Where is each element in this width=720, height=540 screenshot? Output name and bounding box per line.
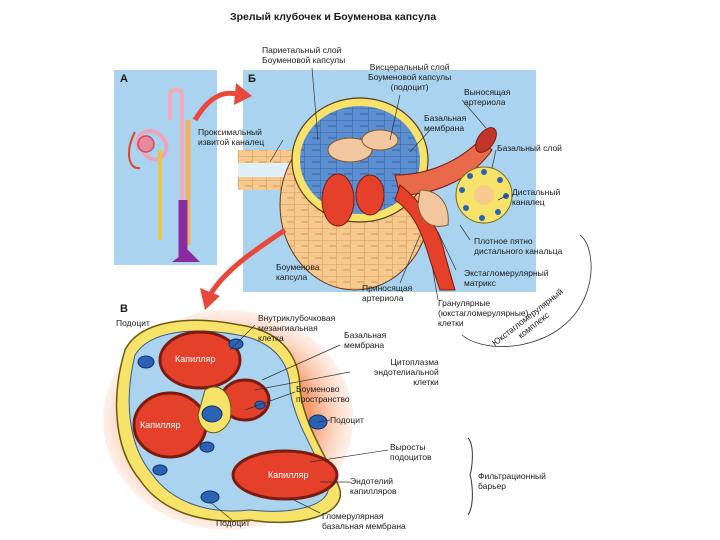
label-podocyte-top: Подоцит bbox=[116, 318, 150, 328]
panel-label-a: А bbox=[120, 73, 128, 85]
panel-c-cross-section bbox=[103, 310, 353, 530]
panel-b-glomerulus bbox=[238, 70, 536, 292]
capillary-label-2: Капилляр bbox=[140, 420, 181, 430]
arrowhead-b-to-c bbox=[200, 288, 220, 310]
figure-title: Зрелый клубочек и Боуменова капсула bbox=[230, 11, 437, 23]
filtration-bracket bbox=[467, 437, 473, 516]
label-granular-cells: Гранулярные(юкстагломерулярные)клетки bbox=[438, 298, 529, 328]
jg-bracket bbox=[461, 234, 592, 347]
pointer-arrow-b-to-c bbox=[207, 227, 287, 297]
panel-label-c: В bbox=[120, 303, 128, 315]
capillary-label-1: Капилляр bbox=[175, 354, 216, 364]
leader-lines bbox=[209, 67, 509, 521]
capillary-label-3: Капилляр bbox=[268, 470, 309, 480]
label-podocyte-bottom: Подоцит bbox=[216, 518, 250, 528]
label-podocyte-mid: Подоцит bbox=[330, 415, 364, 425]
label-basal-layer: Базальный слой bbox=[497, 143, 562, 153]
panel-a-nephron bbox=[114, 70, 217, 265]
arrowhead-a-to-b bbox=[234, 83, 252, 105]
panel-label-b: Б bbox=[248, 73, 256, 85]
